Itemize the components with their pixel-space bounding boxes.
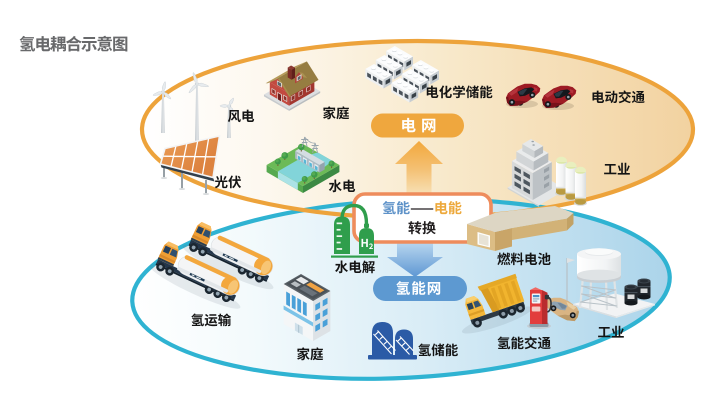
- conversion-line2: 转换: [407, 218, 436, 238]
- household-building-icon: [283, 274, 331, 341]
- label-h2-traffic: 氢能交通: [497, 332, 551, 352]
- wind-turbine-icon: [188, 72, 209, 142]
- label-industry-hydrogen: 工业: [597, 321, 625, 341]
- hydrogen-transport-icon: [149, 221, 274, 309]
- fuel-cell-icon: [467, 206, 574, 251]
- wind-power-icon: [152, 72, 234, 142]
- conversion-electric-text: 电能: [433, 198, 462, 218]
- wind-turbine-icon: [152, 81, 172, 133]
- hydrogen-arrow-down: [387, 241, 443, 277]
- conversion-hydrogen-text: 氢能: [382, 198, 411, 218]
- industry-factory-icon: [507, 139, 587, 207]
- conversion-label: 氢能——电能 转换: [382, 198, 462, 238]
- battery-storage-icon: [365, 46, 439, 103]
- wind-turbine-icon: [219, 97, 234, 138]
- label-electrolysis: 水电解: [334, 256, 376, 276]
- household-house-icon: [263, 61, 321, 111]
- label-household-electric: 家庭: [322, 102, 350, 122]
- page-title: 氢电耦合示意图: [19, 31, 128, 55]
- label-wind: 风电: [227, 105, 255, 125]
- electrolyzer-icon: H2: [331, 203, 378, 258]
- grid-pill-label: 电网: [400, 114, 442, 136]
- hydrogen-truck-icon: [149, 241, 241, 309]
- label-h2-transport: 氢运输: [190, 309, 232, 329]
- hydrogen-pill-label: 氢能网: [395, 277, 443, 299]
- h2-symbol: H2: [361, 235, 374, 252]
- conversion-dash: ——: [410, 198, 434, 218]
- hydrogen-car-icon: [544, 297, 579, 322]
- grid-pill: [371, 113, 464, 138]
- label-fuel-cell: 燃料电池: [497, 248, 551, 268]
- grid-arrow-up: [395, 141, 443, 197]
- label-h2-storage: 氢储能: [417, 339, 459, 359]
- hydrogen-dump-truck-icon: [461, 273, 533, 334]
- electric-car-icon: [506, 83, 541, 108]
- hydrogen-pill: [373, 276, 467, 301]
- label-hydro: 水电: [328, 175, 356, 195]
- label-pv: 光伏: [214, 171, 242, 191]
- electric-car-icon: [542, 85, 577, 110]
- fuel-dispenser-icon: [527, 287, 552, 329]
- label-industry-electric: 工业: [603, 158, 631, 178]
- electric-transport-icon: [506, 83, 577, 110]
- label-household-hydrogen: 家庭: [296, 343, 324, 363]
- hydrogen-truck-icon: [182, 221, 274, 290]
- label-electric-transport: 电动交通: [591, 86, 645, 106]
- hydrogen-storage-icon: [368, 322, 417, 360]
- label-electrochemical-storage: 电化学储能: [425, 81, 493, 101]
- industry-plant-icon: [566, 248, 655, 318]
- hydropower-icon: [266, 136, 340, 193]
- solar-pv-icon: [159, 134, 221, 195]
